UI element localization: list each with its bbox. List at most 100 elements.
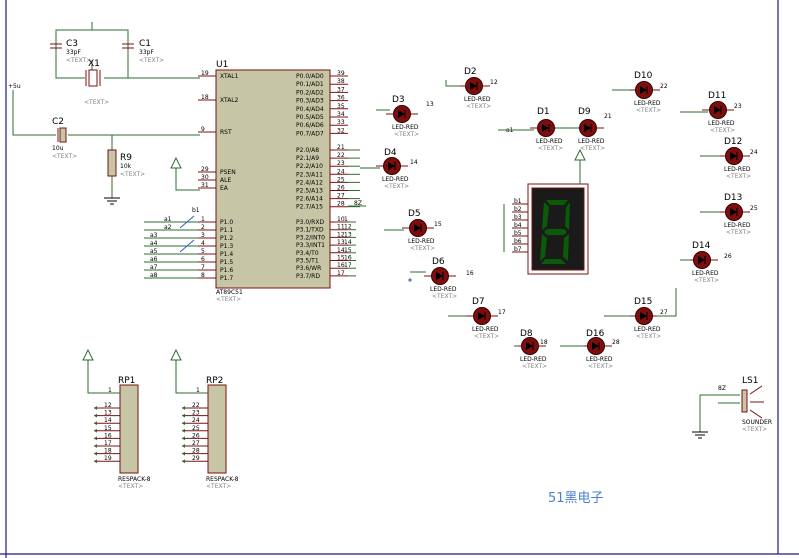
led-text: <TEXT> (538, 145, 563, 152)
respack-ref: RP1 (118, 376, 135, 386)
led-text: <TEXT> (580, 145, 605, 152)
mcu-pin-name: P0.0/AD0 (296, 73, 324, 80)
oscillator-circuit[interactable]: C3 33pF <TEXT> C1 33pF <TEXT> X1 <TEXT> (50, 22, 200, 106)
mcu-pin-number: 17 (337, 270, 345, 277)
led-net: 12 (490, 79, 498, 86)
mcu-pin-name: P1.6 (220, 267, 233, 274)
respack-net: 25 (192, 425, 200, 432)
led-net: 14 (410, 159, 418, 166)
led-part: LED-RED (634, 326, 661, 333)
led-net: 17 (498, 309, 506, 316)
led-net: 15 (434, 221, 442, 228)
c2-text: <TEXT> (52, 153, 77, 160)
led-text: <TEXT> (394, 131, 419, 138)
led-diode-glyph (542, 124, 549, 132)
capacitor-c1[interactable]: C1 33pF <TEXT> (122, 39, 164, 64)
led-text: <TEXT> (710, 127, 735, 134)
p3-net-label: 12 (344, 224, 352, 231)
led-diode-glyph (640, 86, 647, 94)
led-ref: D12 (724, 137, 742, 147)
seg-input-label: b2 (514, 206, 522, 213)
led-part: LED-RED (708, 120, 735, 127)
sounder-ls1[interactable]: LS1 8Z SOUNDER <TEXT> (692, 376, 772, 439)
mcu-pin-number: 16 (337, 262, 345, 269)
mcu-pin-number: 12 (337, 231, 345, 238)
resistor-r9[interactable]: R9 10k <TEXT> (107, 149, 145, 178)
respack-text: <TEXT> (206, 483, 231, 490)
respack-net: 24 (192, 417, 200, 424)
ea-power-wire (170, 156, 200, 191)
capacitor-c3[interactable]: C3 33pF <TEXT> (50, 39, 91, 64)
crystal-x1[interactable]: X1 <TEXT> (84, 59, 109, 106)
respack-net: 19 (104, 455, 112, 462)
mcu-pin-name: XTAL1 (220, 73, 239, 80)
mcu-pin-name: EA (220, 185, 229, 192)
power-arrow (170, 348, 182, 361)
led-part: LED-RED (472, 326, 499, 333)
capacitor-c2[interactable]: C2 10u <TEXT> (52, 117, 77, 160)
mcu-pin-number: 6 (201, 256, 205, 263)
mcu-pin-name: P2.2/A10 (296, 163, 323, 170)
led-diode-glyph (730, 208, 737, 216)
mcu-pin-number: 33 (337, 119, 345, 126)
led-net: 24 (750, 149, 758, 156)
led-part: LED-RED (464, 96, 491, 103)
led-diode-glyph (592, 342, 599, 350)
mcu-pin-number: 31 (201, 182, 209, 189)
mcu-pin-name: P0.5/AD5 (296, 114, 324, 121)
mcu-part: AT89C51 (216, 289, 243, 296)
p1-net-label: a4 (150, 240, 158, 247)
p1-net-label: a8 (150, 272, 158, 279)
led-diode-glyph (470, 82, 477, 90)
led-part: LED-RED (408, 238, 435, 245)
p1-net-label: a6 (150, 256, 158, 263)
c2-value: 10u (52, 145, 64, 152)
led-text: <TEXT> (694, 277, 719, 284)
mcu-pin-name: P3.1/TXD (296, 227, 324, 234)
c3-text: <TEXT> (66, 57, 91, 64)
mcu-pin-number: 21 (337, 144, 345, 151)
respack-body (207, 384, 227, 474)
led-text: <TEXT> (384, 183, 409, 190)
power-arrow (82, 348, 94, 361)
r9-text: <TEXT> (120, 171, 145, 178)
mcu-pin-number: 34 (337, 111, 345, 118)
p3-net-label: 14 (344, 239, 352, 246)
respack-net: 27 (192, 440, 200, 447)
led-ref: D7 (472, 297, 485, 307)
led-ref: D5 (408, 209, 421, 219)
respack-ref: RP2 (206, 376, 223, 386)
respack-net: 22 (192, 402, 200, 409)
respack-net: 16 (104, 432, 112, 439)
reset-circuit[interactable]: +5u C2 10u <TEXT> R9 10k <TEXT> (8, 83, 200, 205)
mcu-pin-name: ALE (220, 177, 231, 184)
led-diode-glyph (414, 224, 421, 232)
ls1-ref: LS1 (742, 376, 758, 386)
respack-net: 14 (104, 417, 112, 424)
mcu-pin-number: 30 (201, 174, 209, 181)
seg-input-label: b5 (514, 230, 522, 237)
p3-net-label: 17 (344, 262, 352, 269)
p3-net-label: 1 (344, 216, 348, 223)
